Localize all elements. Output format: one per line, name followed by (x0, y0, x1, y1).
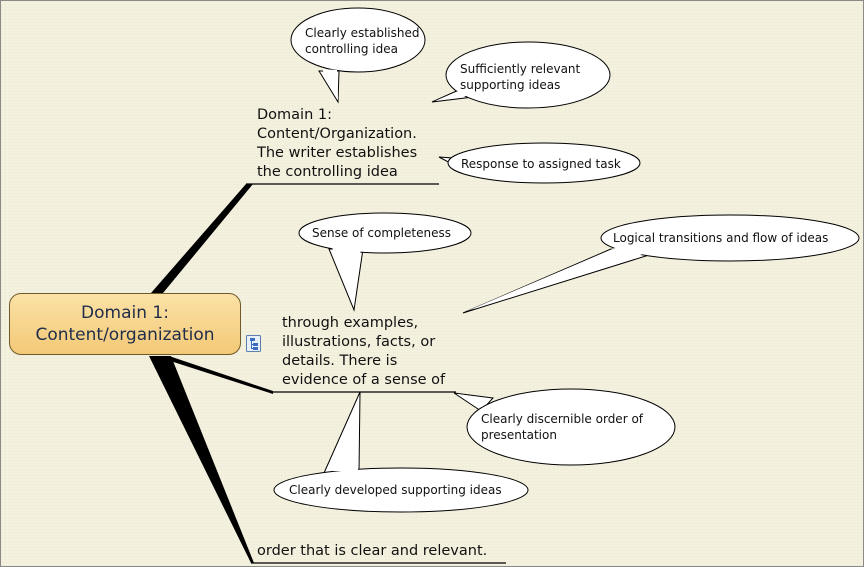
callout-line: Logical transitions and flow of ideas (613, 231, 829, 245)
central-topic-line1: Domain 1: (81, 303, 169, 323)
topic-top[interactable]: Domain 1: Content/Organization. The writ… (257, 106, 417, 182)
callout-assigned-task-text: Response to assigned task (461, 156, 621, 172)
topic-middle[interactable]: through examples, illustrations, facts, … (282, 314, 445, 390)
topic-bottom-line: order that is clear and relevant. (257, 543, 488, 559)
topic-top-line: Content/Organization. (257, 126, 417, 142)
topic-middle-line: details. There is (282, 353, 398, 369)
callout-transitions-text: Logical transitions and flow of ideas (613, 230, 828, 246)
callout-line: Clearly developed supporting ideas (289, 483, 502, 497)
topic-top-line: the controlling idea (257, 164, 398, 180)
branch-top (151, 184, 253, 293)
callout-line: Sufficiently relevant (460, 62, 581, 76)
callout-assigned-task[interactable] (438, 142, 641, 184)
topic-top-line: Domain 1: (257, 107, 332, 123)
callout-order[interactable] (453, 388, 676, 466)
central-topic[interactable]: Domain 1: Content/organization (9, 293, 241, 355)
topic-middle-line: illustrations, facts, or (282, 334, 436, 350)
callout-line: Clearly discernible order of (481, 412, 644, 426)
callout-supporting-ideas[interactable] (431, 41, 611, 109)
callout-line: presentation (481, 428, 557, 442)
callout-line: controlling idea (305, 42, 398, 56)
callout-transitions[interactable] (462, 214, 860, 314)
mindmap-link-icon[interactable] (246, 335, 261, 352)
callout-line: Response to assigned task (461, 157, 621, 171)
topic-bottom[interactable]: order that is clear and relevant. (257, 542, 487, 561)
callout-supporting-ideas-text: Sufficiently relevant supporting ideas (460, 61, 580, 93)
callout-developed-ideas[interactable] (273, 391, 529, 513)
callout-line: supporting ideas (460, 78, 561, 92)
callout-controlling-idea[interactable] (290, 7, 426, 104)
callout-controlling-idea-text: Clearly established controlling idea (305, 25, 419, 57)
callout-developed-ideas-text: Clearly developed supporting ideas (289, 482, 502, 498)
callout-order-text: Clearly discernible order of presentatio… (481, 411, 643, 443)
branch-bottom (149, 356, 254, 563)
central-topic-line2: Content/organization (35, 325, 215, 345)
callout-line: Sense of completeness (312, 226, 451, 240)
topic-middle-line: through examples, (282, 315, 419, 331)
callout-completeness-text: Sense of completeness (312, 225, 451, 241)
branch-middle (161, 356, 273, 394)
topic-top-line: The writer establishes (257, 145, 418, 161)
callout-line: Clearly established (305, 26, 420, 40)
callout-completeness[interactable] (298, 212, 472, 312)
topic-middle-line: evidence of a sense of (282, 372, 446, 388)
